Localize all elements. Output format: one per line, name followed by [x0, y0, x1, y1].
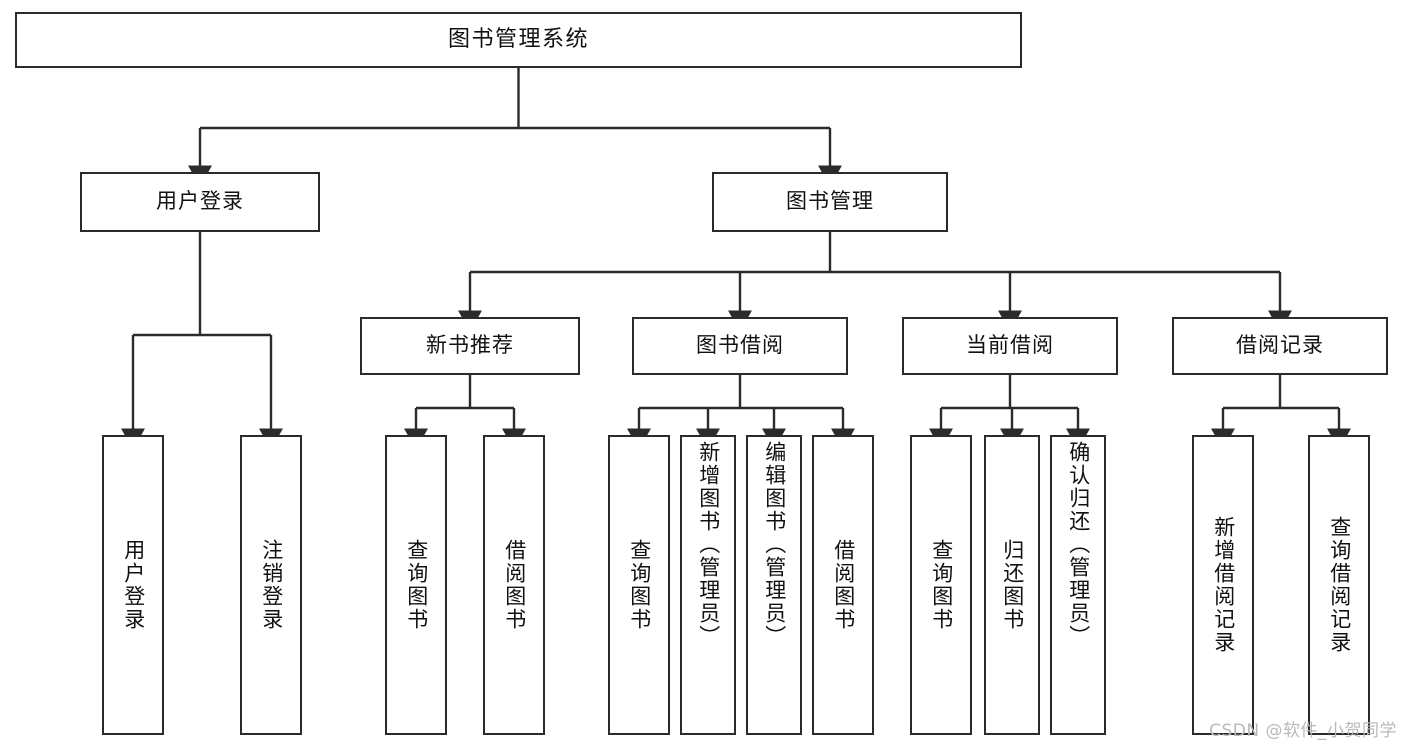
leaf-borrow-book-recommend-label: 借阅图书	[502, 539, 527, 631]
leaf-add-book-label: 新增图书（管理员）	[696, 441, 721, 648]
leaf-borrow-book[interactable]: 借阅图书	[812, 435, 874, 735]
leaf-query-book-borrow-label: 查询图书	[627, 539, 652, 631]
leaf-user-logout[interactable]: 注销登录	[240, 435, 302, 735]
leaf-user-logout-label: 注销登录	[259, 539, 284, 631]
leaf-query-borrow-record[interactable]: 查询借阅记录	[1308, 435, 1370, 735]
node-book-manage[interactable]: 图书管理	[712, 172, 948, 232]
node-root-label: 图书管理系统	[447, 26, 589, 52]
watermark: CSDN @软件_小贺同学	[1209, 721, 1397, 741]
leaf-query-book-current-label: 查询图书	[929, 539, 954, 631]
node-current-borrow-label: 当前借阅	[966, 333, 1054, 358]
node-new-book-recommend[interactable]: 新书推荐	[360, 317, 580, 375]
node-book-manage-label: 图书管理	[786, 189, 874, 214]
leaf-query-book-recommend[interactable]: 查询图书	[385, 435, 447, 735]
node-new-book-recommend-label: 新书推荐	[426, 333, 514, 358]
leaf-query-book-current[interactable]: 查询图书	[910, 435, 972, 735]
leaf-return-book-label: 归还图书	[1000, 539, 1025, 631]
node-user-login-label: 用户登录	[156, 189, 244, 214]
node-book-borrow-label: 图书借阅	[696, 333, 784, 358]
leaf-add-borrow-record[interactable]: 新增借阅记录	[1192, 435, 1254, 735]
node-current-borrow[interactable]: 当前借阅	[902, 317, 1118, 375]
node-borrow-record[interactable]: 借阅记录	[1172, 317, 1388, 375]
leaf-user-login[interactable]: 用户登录	[102, 435, 164, 735]
leaf-confirm-return-label: 确认归还（管理员）	[1066, 441, 1091, 648]
leaf-confirm-return[interactable]: 确认归还（管理员）	[1050, 435, 1106, 735]
leaf-add-borrow-record-label: 新增借阅记录	[1211, 516, 1236, 654]
leaf-borrow-book-recommend[interactable]: 借阅图书	[483, 435, 545, 735]
leaf-edit-book[interactable]: 编辑图书（管理员）	[746, 435, 802, 735]
leaf-add-book[interactable]: 新增图书（管理员）	[680, 435, 736, 735]
leaf-query-borrow-record-label: 查询借阅记录	[1327, 516, 1352, 654]
node-borrow-record-label: 借阅记录	[1236, 333, 1324, 358]
leaf-query-book-recommend-label: 查询图书	[404, 539, 429, 631]
leaf-user-login-label: 用户登录	[121, 539, 146, 631]
leaf-edit-book-label: 编辑图书（管理员）	[762, 441, 787, 648]
node-user-login[interactable]: 用户登录	[80, 172, 320, 232]
leaf-borrow-book-label: 借阅图书	[831, 539, 856, 631]
leaf-query-book-borrow[interactable]: 查询图书	[608, 435, 670, 735]
node-book-borrow[interactable]: 图书借阅	[632, 317, 848, 375]
leaf-return-book[interactable]: 归还图书	[984, 435, 1040, 735]
node-root[interactable]: 图书管理系统	[15, 12, 1022, 68]
